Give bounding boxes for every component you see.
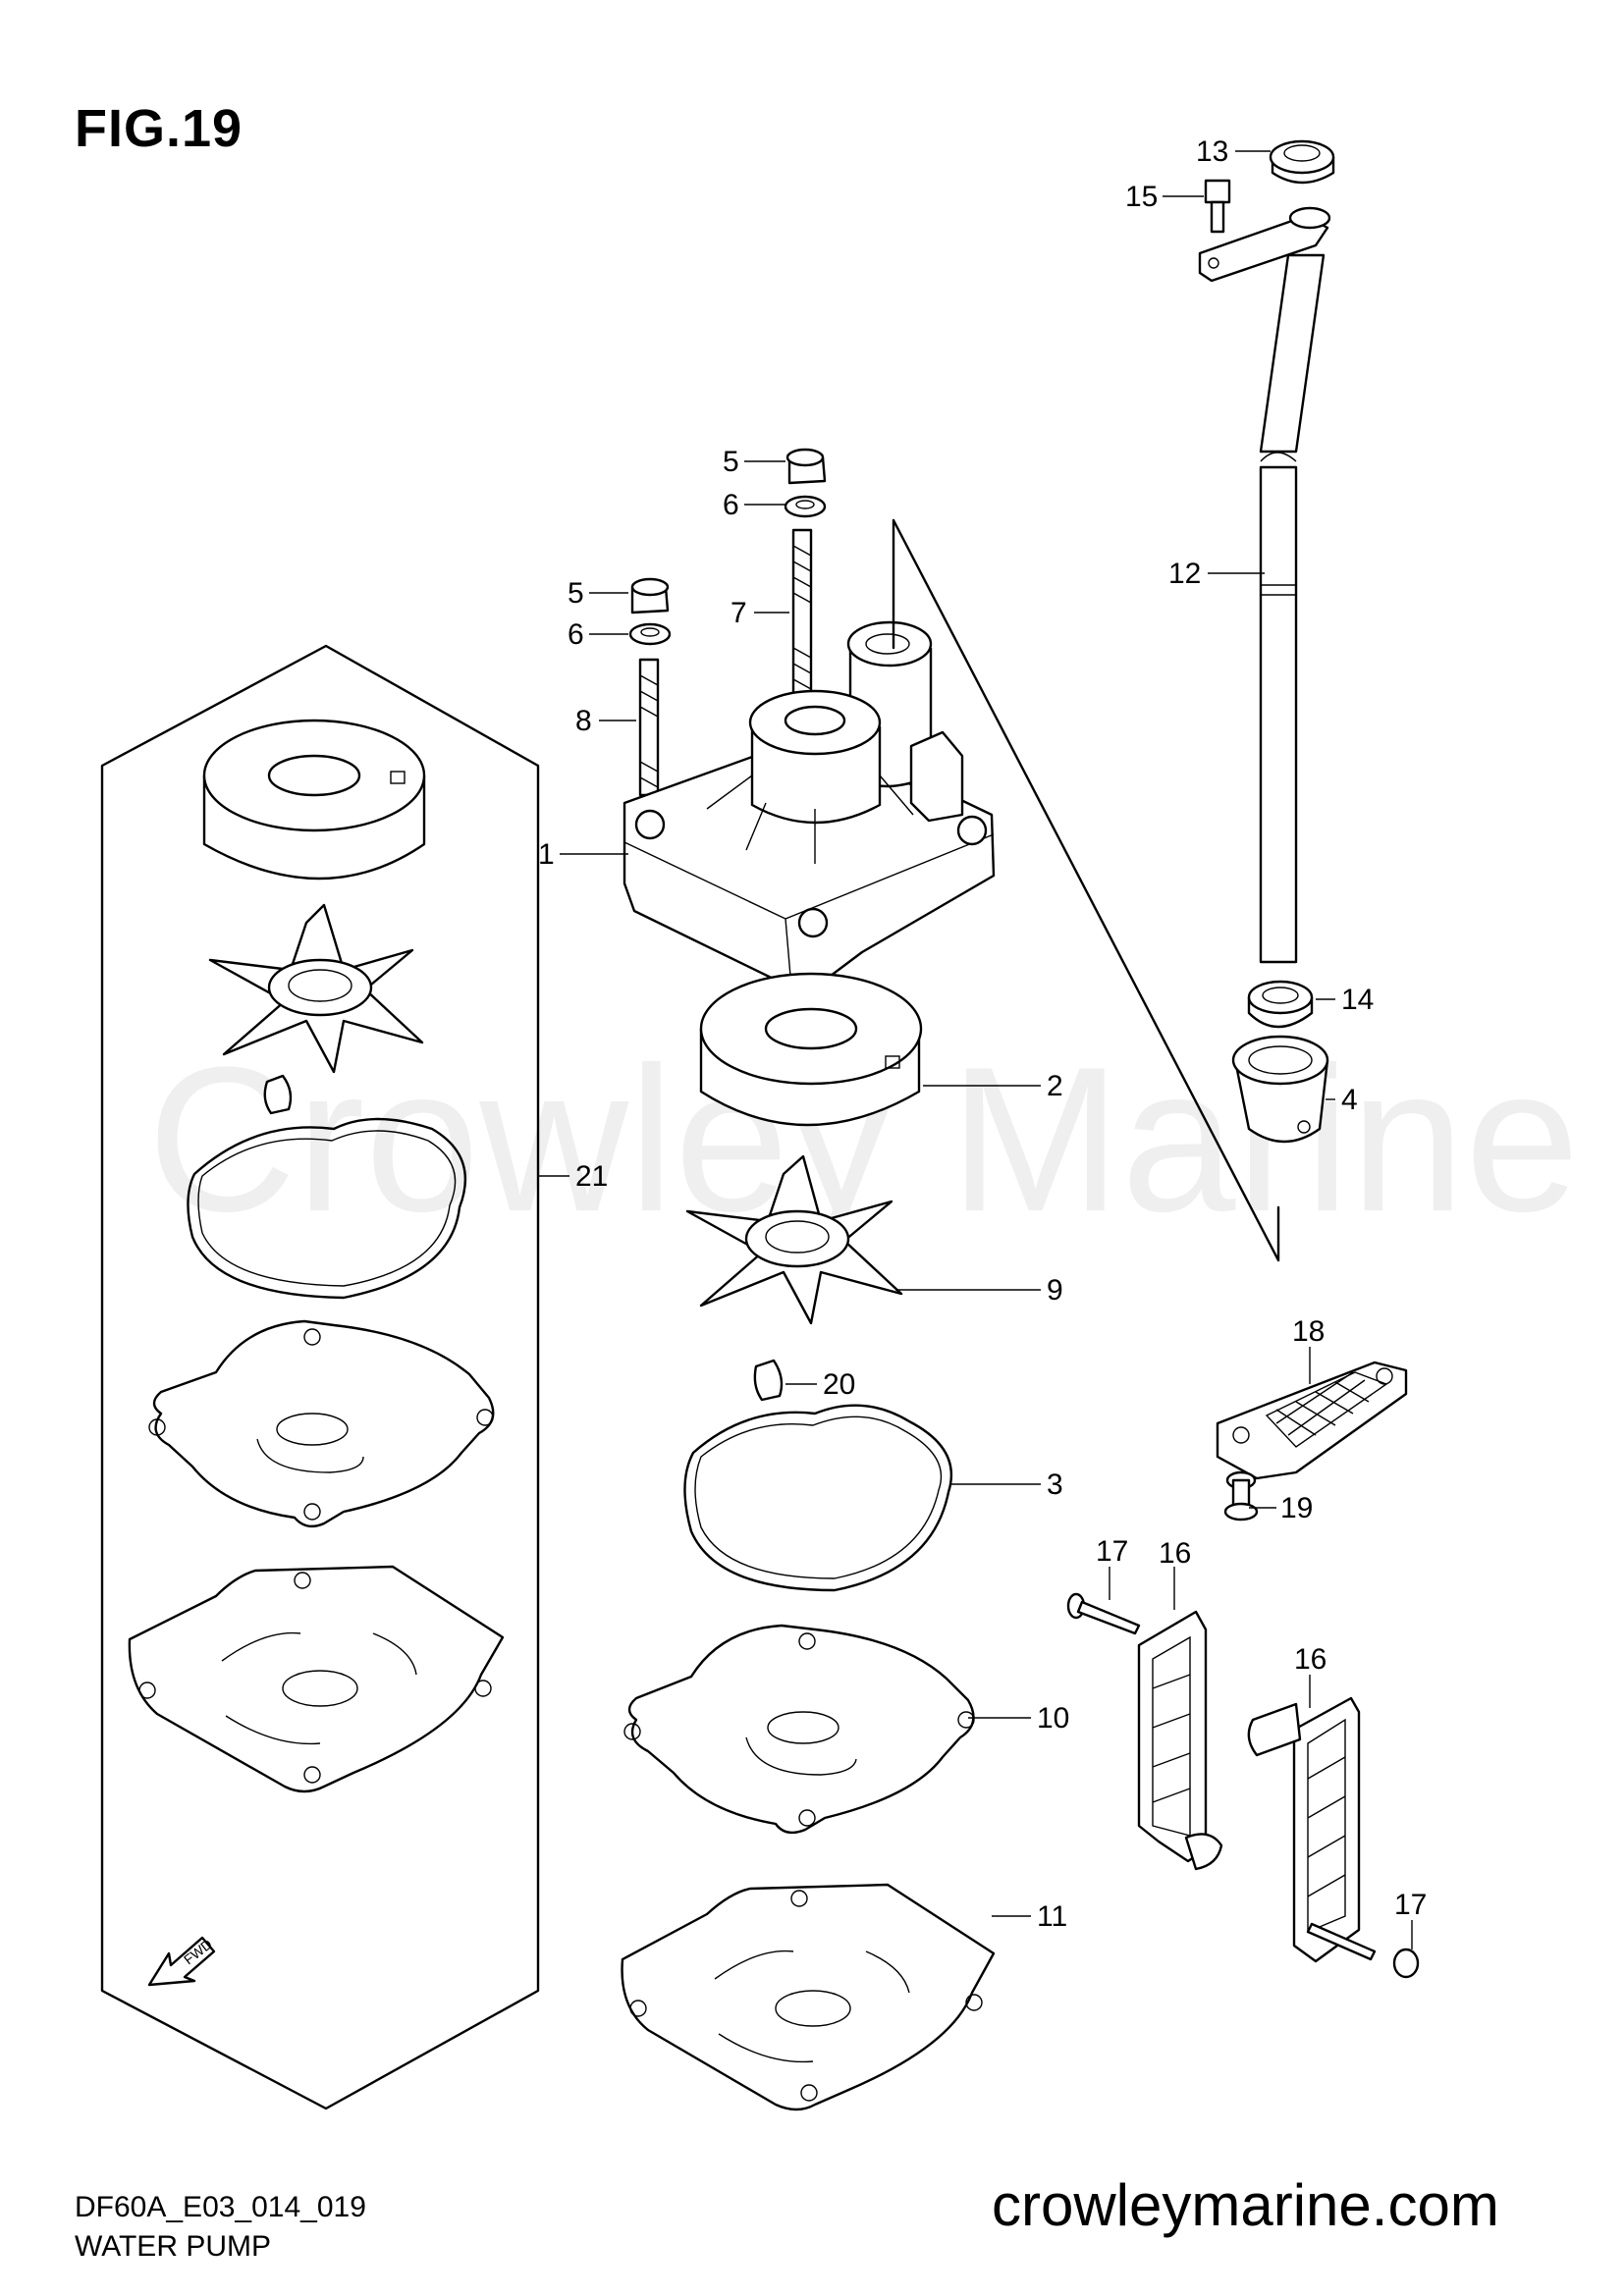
inlet-screen-left — [1137, 1610, 1223, 1871]
callout-21: 21 — [575, 1160, 608, 1193]
callout-11: 11 — [1037, 1900, 1067, 1933]
water-tube — [1259, 253, 1326, 964]
screen-cover — [1216, 1361, 1408, 1480]
callout-12: 12 — [1168, 558, 1201, 590]
callout-5-lower: 5 — [568, 577, 584, 610]
stud-short-8 — [638, 658, 660, 797]
tube-bracket — [1198, 206, 1331, 283]
callout-20: 20 — [823, 1368, 855, 1401]
screw-lower — [1306, 1922, 1420, 1979]
stud-long-7 — [791, 528, 813, 709]
callout-8: 8 — [575, 705, 592, 737]
callout-16-right: 16 — [1294, 1643, 1326, 1676]
callout-16-left: 16 — [1159, 1537, 1191, 1570]
callout-17-lower: 17 — [1394, 1889, 1427, 1921]
grommet-cap — [1269, 139, 1335, 185]
grommet-lower — [1247, 980, 1314, 1029]
kit-outline — [100, 644, 540, 2110]
kit-key — [263, 1074, 293, 1115]
callout-17-upper: 17 — [1096, 1535, 1128, 1568]
callout-4: 4 — [1341, 1084, 1358, 1116]
upper-plate-gasket — [623, 1624, 975, 1835]
nut-upper — [785, 448, 827, 485]
diagram-caption: WATER PUMP — [75, 2230, 271, 2263]
callout-10: 10 — [1037, 1702, 1069, 1735]
washer-upper — [784, 495, 827, 518]
figure-title: FIG.19 — [75, 99, 244, 158]
kit-impeller-housing — [202, 719, 426, 881]
screw-upper — [1066, 1592, 1141, 1635]
callout-14: 14 — [1341, 984, 1374, 1016]
impeller-housing — [699, 972, 923, 1127]
kit-lower-gasket — [128, 1565, 505, 1793]
impeller-key — [753, 1359, 784, 1402]
bolt-19 — [1223, 1470, 1259, 1522]
o-ring — [683, 1404, 953, 1592]
callout-19: 19 — [1280, 1492, 1313, 1524]
callout-15: 15 — [1125, 181, 1158, 213]
callout-7: 7 — [731, 597, 747, 629]
water-tube-seal — [1231, 1035, 1329, 1144]
lower-gasket — [621, 1883, 996, 2111]
callout-6-lower: 6 — [568, 618, 584, 651]
kit-impeller — [208, 903, 424, 1074]
kit-o-ring — [187, 1117, 467, 1300]
site-url: crowleymarine.com — [992, 2172, 1499, 2238]
callout-2: 2 — [1047, 1070, 1063, 1102]
callout-9: 9 — [1047, 1274, 1063, 1307]
inlet-screen-right — [1247, 1696, 1361, 1963]
reference-line — [892, 518, 1280, 1262]
callout-13: 13 — [1196, 135, 1228, 168]
nut-lower — [630, 577, 670, 614]
bolt-small — [1204, 179, 1231, 234]
callout-6-upper: 6 — [723, 489, 739, 521]
callout-3: 3 — [1047, 1468, 1063, 1501]
washer-lower — [628, 622, 672, 646]
callout-1: 1 — [538, 838, 555, 871]
model-code: DF60A_E03_014_019 — [75, 2191, 366, 2223]
fwd-arrow-icon: FWD — [147, 1936, 216, 1987]
callout-5-upper: 5 — [723, 446, 739, 478]
impeller — [685, 1154, 903, 1325]
callout-18: 18 — [1292, 1315, 1325, 1348]
kit-upper-plate-gasket — [148, 1319, 495, 1528]
